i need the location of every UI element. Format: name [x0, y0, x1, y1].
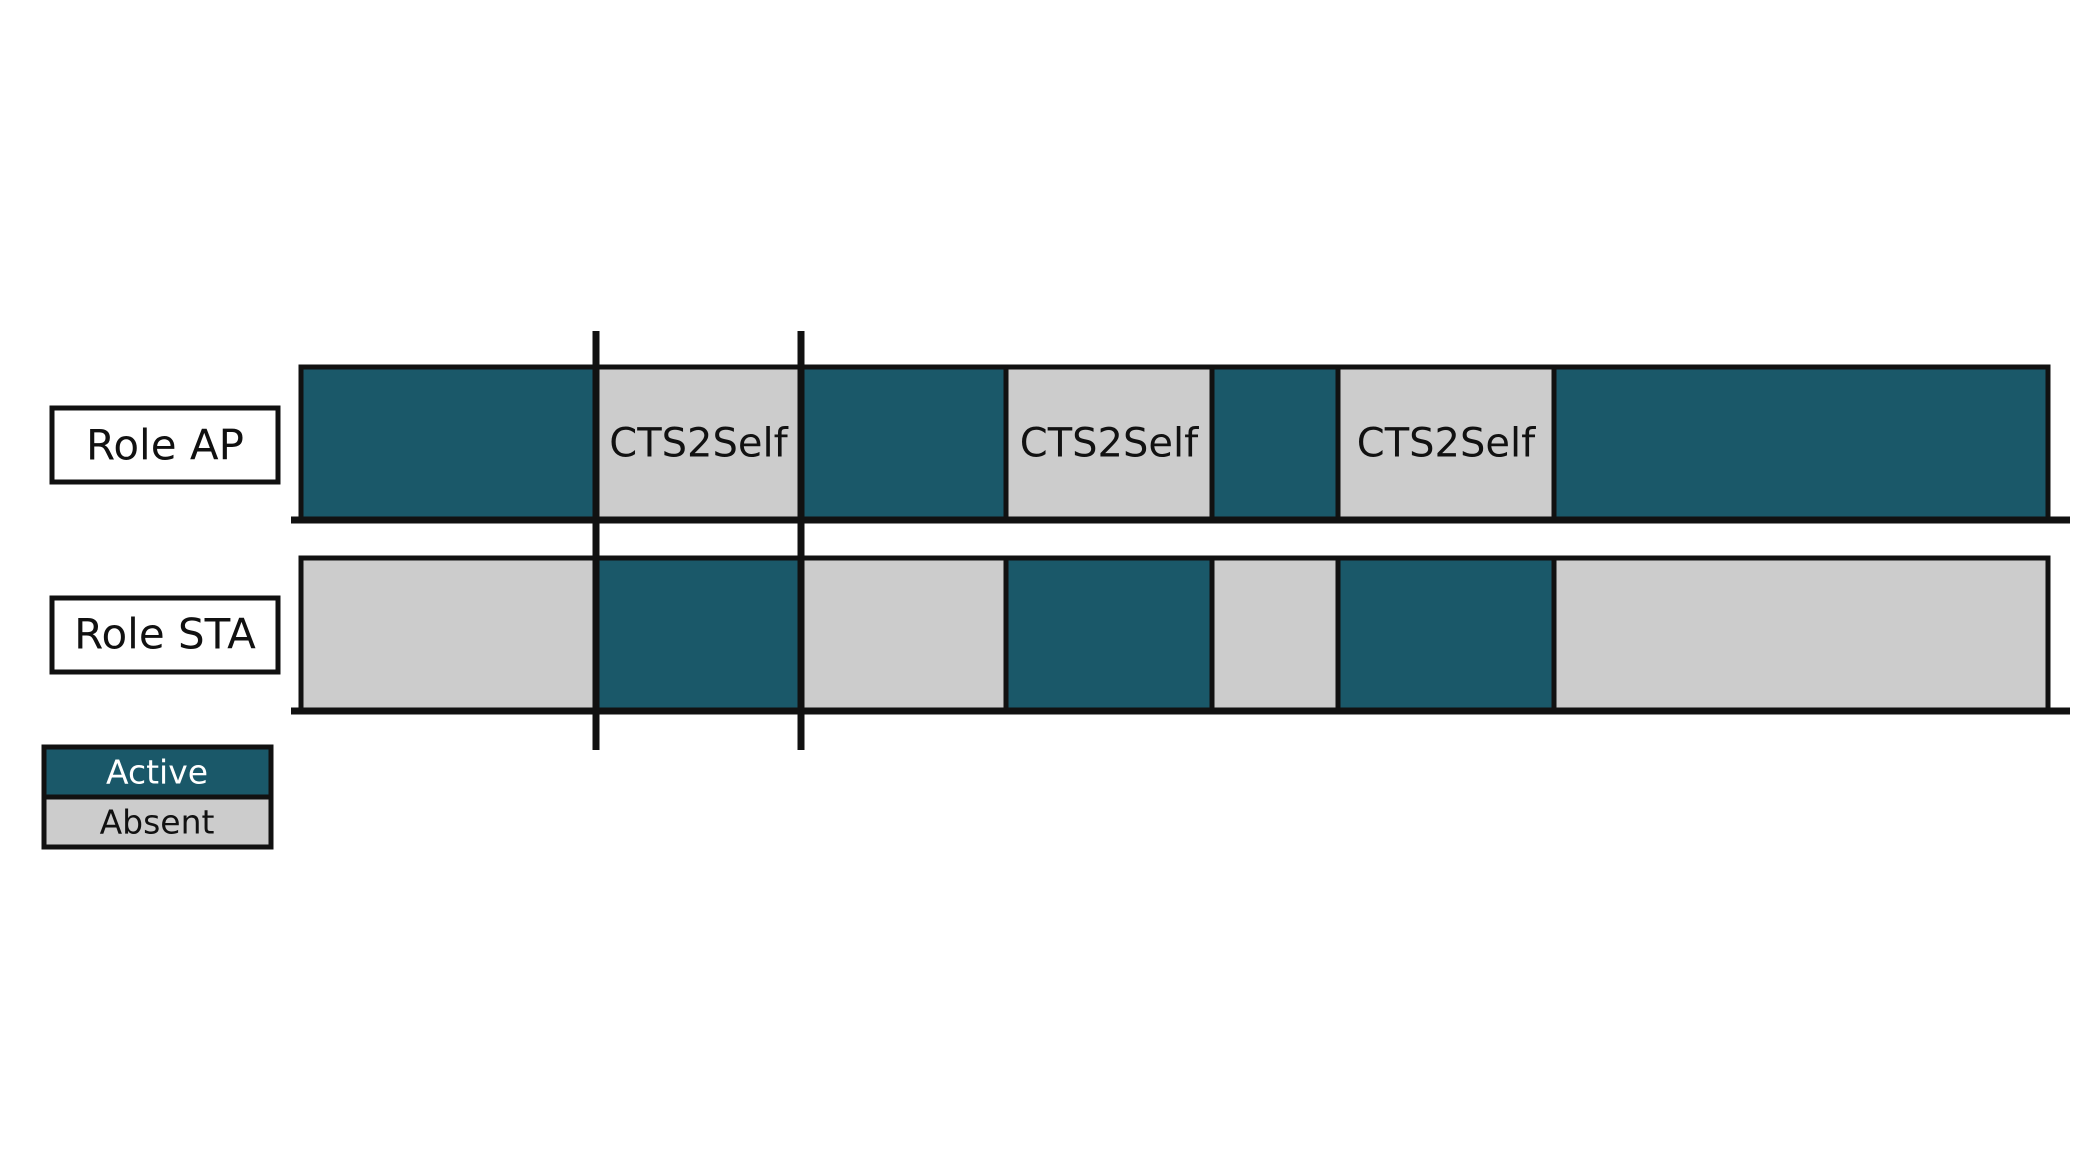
segment-absent [1209, 555, 1341, 714]
role-ap-label-box [49, 405, 281, 485]
legend-active-label: Active [106, 753, 208, 792]
legend-absent-swatch [41, 794, 274, 850]
segment-absent [1335, 364, 1557, 523]
segment-active [593, 555, 804, 714]
segment-active [298, 364, 599, 523]
legend: Active Absent [41, 744, 274, 850]
role-sta-label-box [49, 595, 281, 675]
legend-absent-label: Absent [100, 803, 215, 842]
role-ap-segments: CTS2Self CTS2Self CTS2Self [298, 364, 2051, 523]
role-sta-label: Role STA [74, 610, 256, 659]
segment-absent [593, 364, 804, 523]
role-sta-segments [298, 555, 2051, 714]
segment-absent [298, 555, 599, 714]
segment-absent [798, 555, 1009, 714]
row-role-sta: Role STA [49, 555, 2070, 715]
segment-active [1335, 555, 1557, 714]
segment-label: CTS2Self [1357, 421, 1536, 467]
row-role-ap: CTS2Self CTS2Self CTS2Self Role AP [49, 364, 2070, 524]
segment-active [1551, 364, 2051, 523]
segment-label: CTS2Self [1020, 421, 1199, 467]
legend-active-swatch [41, 744, 274, 800]
segment-absent [1551, 555, 2051, 714]
segment-active [1003, 555, 1215, 714]
segment-label: CTS2Self [609, 421, 788, 467]
segment-active [798, 364, 1009, 523]
segment-active [1209, 364, 1341, 523]
role-ap-label: Role AP [86, 421, 244, 470]
